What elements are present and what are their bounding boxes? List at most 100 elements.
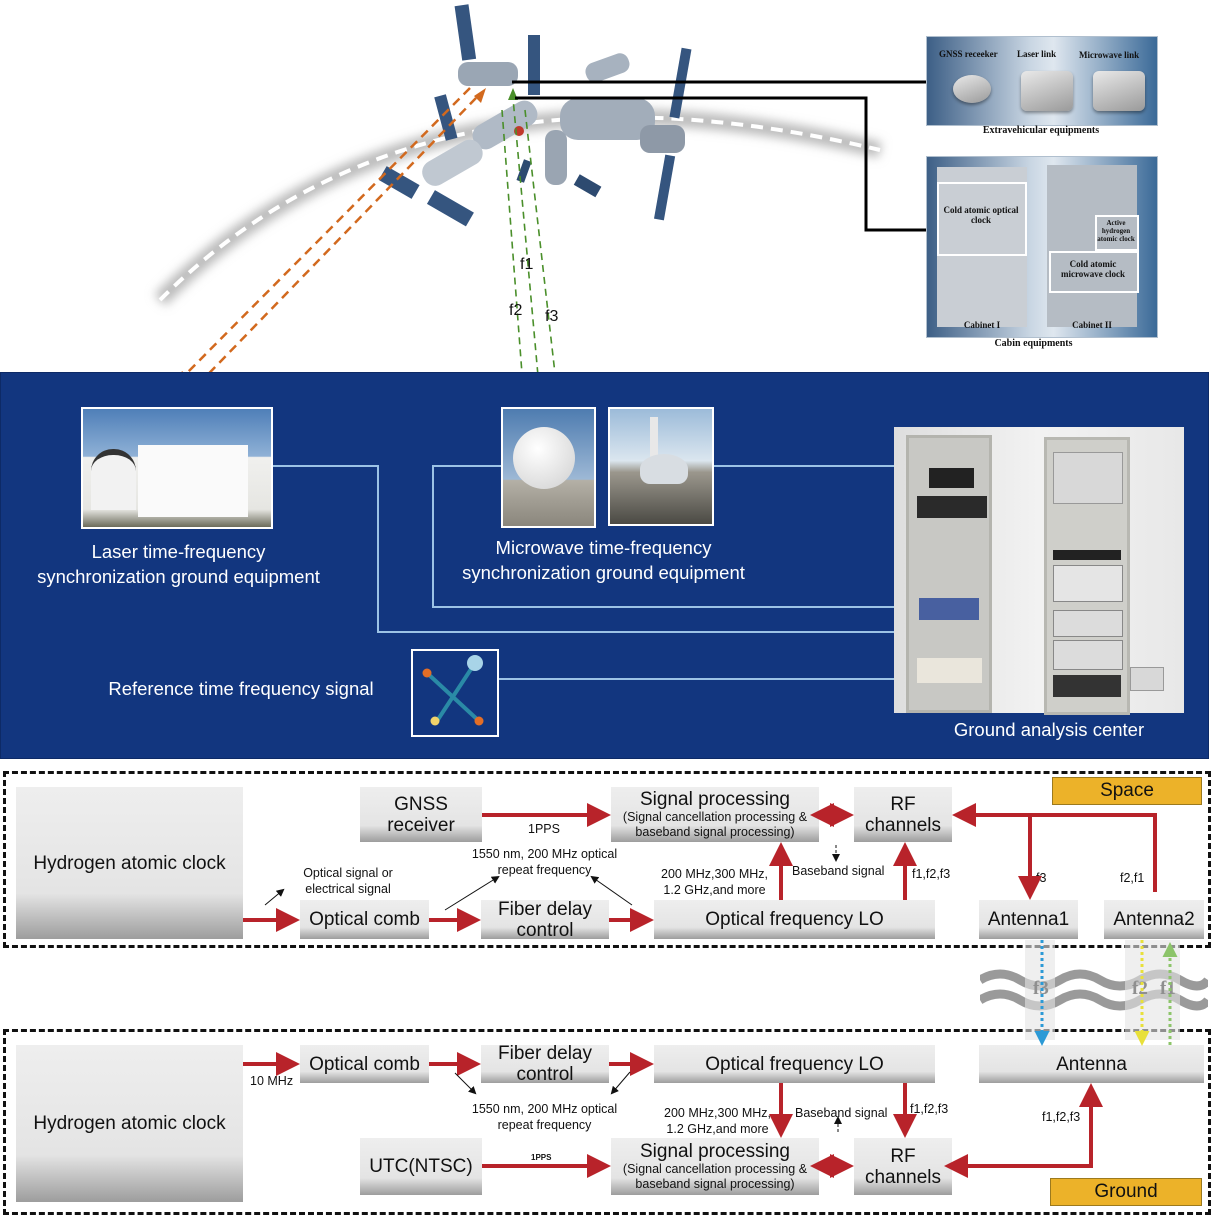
space-rf-label-line1: RF	[890, 793, 916, 815]
optical-signal-line2: electrical signal	[305, 882, 391, 896]
ground-fiber-delay-block[interactable]: Fiber delay control	[481, 1043, 609, 1085]
extravehicular-panel: GNSS receeker Laser link Microwave link	[926, 36, 1158, 126]
space-station-illustration	[154, 4, 930, 372]
antenna-dish	[640, 454, 688, 484]
space-optical-lo-block[interactable]: Optical frequency LO	[654, 900, 935, 939]
ground-signal-processing-label: Signal processing	[640, 1141, 790, 1162]
ground-rf-label-line1: RF	[890, 1145, 916, 1167]
active-hydrogen-clock-box	[1095, 215, 1139, 251]
laser-link-down	[186, 87, 471, 372]
space-fiber-label-line1: Fiber delay	[498, 898, 592, 920]
space-repeat-line2: repeat frequency	[497, 863, 592, 877]
gnss-label-line2: receiver	[387, 814, 455, 836]
ground-signal-processing-block[interactable]: Signal processing (Signal cancellation p…	[611, 1138, 819, 1195]
cold-atomic-microwave-clock-box	[1049, 251, 1139, 293]
orbit-arc	[158, 115, 881, 302]
microwave-link-f2	[501, 109, 523, 372]
gnss-label-line1: GNSS	[394, 793, 448, 815]
ground-optical-comb-block[interactable]: Optical comb	[300, 1045, 429, 1083]
telescope-dome	[91, 449, 136, 510]
atmosphere-layer	[977, 962, 1212, 1016]
ground-f123-antenna-label: f1,f2,f3	[1042, 1110, 1081, 1124]
space-repeat-line1: 1550 nm, 200 MHz optical	[471, 847, 618, 861]
space-fiber-label-line2: control	[516, 919, 574, 941]
laser-station-label-line1: Laser time-frequency	[91, 541, 266, 562]
space-f21-label: f2,f1	[1120, 871, 1145, 885]
rack-2	[1044, 437, 1130, 715]
ground-rf-channels-block[interactable]: RF channels	[854, 1138, 952, 1195]
atm-f3-label: f3	[1033, 978, 1049, 999]
space-signal-processing-label: Signal processing	[640, 789, 790, 810]
space-baseband-label: Baseband signal	[792, 864, 885, 878]
space-rf-label-line2: channels	[864, 814, 942, 836]
cabinet-1	[937, 167, 1027, 327]
atm-f1-label: f1	[1160, 978, 1176, 999]
space-rf-channels-block[interactable]: RF channels	[854, 787, 952, 842]
microwave-link-f1	[512, 97, 539, 372]
space-optical-lo-label: Optical frequency LO	[705, 909, 884, 930]
ground-fiber-label-line2: control	[516, 1064, 574, 1085]
ground-baseband-label: Baseband signal	[795, 1106, 888, 1120]
atmosphere-wave	[977, 969, 1212, 1011]
space-signal-processing-sub2: baseband signal processing)	[635, 825, 795, 839]
radome-sphere	[513, 427, 575, 489]
microwave-station-label-line2: synchronization ground equipment	[462, 562, 745, 583]
ground-fiber-label-line1: Fiber delay	[498, 1043, 592, 1064]
ground-hydrogen-clock-block[interactable]: Hydrogen atomic clock	[16, 1045, 243, 1202]
active-hydrogen-clock-label: Active hydrogen atomic clock	[1097, 219, 1135, 243]
ground-pps-label: 1PPS	[531, 1153, 552, 1162]
connector-laser-to-center	[271, 465, 896, 633]
utc-ntsc-block[interactable]: UTC(NTSC)	[360, 1138, 482, 1195]
space-hydrogen-clock-block[interactable]: Hydrogen atomic clock	[16, 787, 243, 939]
antenna1-block[interactable]: Antenna1	[979, 900, 1078, 939]
space-pps-label: 1PPS	[528, 822, 560, 836]
space-freqs-line2: 1.2 GHz,and more	[663, 883, 766, 897]
antenna2-block[interactable]: Antenna2	[1104, 900, 1204, 939]
gnss-receiver-block[interactable]: GNSS receiver	[360, 787, 482, 842]
microwave-link-device	[1093, 71, 1145, 111]
cabin-panel: Cold atomic optical clock Active hydroge…	[926, 156, 1158, 338]
ground-connectors	[271, 465, 896, 680]
signal-node-icon	[422, 655, 484, 726]
reference-signal-icon	[411, 649, 499, 737]
cold-atomic-optical-clock-box	[937, 182, 1027, 256]
ground-diagram-frame	[3, 1029, 1211, 1215]
ground-lo-frequencies-label: 200 MHz,300 MHz, 1.2 GHz,and more	[655, 1105, 780, 1137]
cabinet-2	[1047, 165, 1137, 327]
ground-analysis-center-photo	[894, 427, 1184, 715]
microwave-radome-photo	[501, 407, 596, 528]
ground-freqs-line1: 200 MHz,300 MHz,	[664, 1106, 771, 1120]
space-fiber-delay-block[interactable]: Fiber delay control	[481, 898, 609, 941]
space-optical-signal-label: Optical signal or electrical signal	[288, 865, 408, 897]
antenna1-label: Antenna1	[987, 909, 1070, 930]
ground-signal-processing-sub2: baseband signal processing)	[635, 1177, 795, 1191]
ground-signal-processing-sub1: (Signal cancellation processing &	[622, 1162, 808, 1176]
ground-rf-label-line2: channels	[864, 1166, 942, 1188]
connector-cabin	[515, 96, 930, 232]
ground-10mhz-label: 10 MHz	[250, 1074, 294, 1088]
microwave-station-label-line1: Microwave time-frequency	[495, 537, 712, 558]
ground-repeat-frequency-label: 1550 nm, 200 MHz optical repeat frequenc…	[462, 1101, 627, 1133]
microwave-link-label: Microwave link	[1079, 50, 1140, 60]
microwave-link-f3	[524, 109, 556, 372]
laser-ground-equipment-photo	[81, 407, 273, 529]
reference-signal-label: Reference time frequency signal	[108, 678, 374, 699]
space-optical-comb-block[interactable]: Optical comb	[300, 900, 429, 939]
link-label-f2: f2	[509, 302, 523, 319]
cold-atomic-optical-clock-label: Cold atomic optical clock	[943, 205, 1019, 225]
extravehicular-title: Extravehicular equipments	[982, 125, 1100, 136]
ground-optical-lo-block[interactable]: Optical frequency LO	[654, 1045, 935, 1083]
link-label-f3: f3	[545, 308, 559, 325]
link-label-f1: f1	[520, 256, 534, 273]
optical-signal-line1: Optical signal or	[303, 866, 393, 880]
ground-antenna-block[interactable]: Antenna	[979, 1045, 1204, 1083]
ground-optical-comb-label: Optical comb	[309, 1053, 420, 1075]
ground-repeat-line2: repeat frequency	[497, 1118, 592, 1132]
gnss-receiver-label: GNSS receeker	[939, 49, 998, 59]
antenna-mast	[650, 417, 658, 462]
space-scene: f1 f2 f3 GNSS receeker Laser link Microw…	[0, 0, 1213, 372]
ground-f123-lo-label: f1,f2,f3	[910, 1102, 949, 1116]
space-freqs-line1: 200 MHz,300 MHz,	[661, 867, 768, 881]
ground-panel: Laser time-frequency synchronization gro…	[0, 372, 1209, 759]
space-signal-processing-block[interactable]: Signal processing (Signal cancellation p…	[611, 787, 819, 842]
